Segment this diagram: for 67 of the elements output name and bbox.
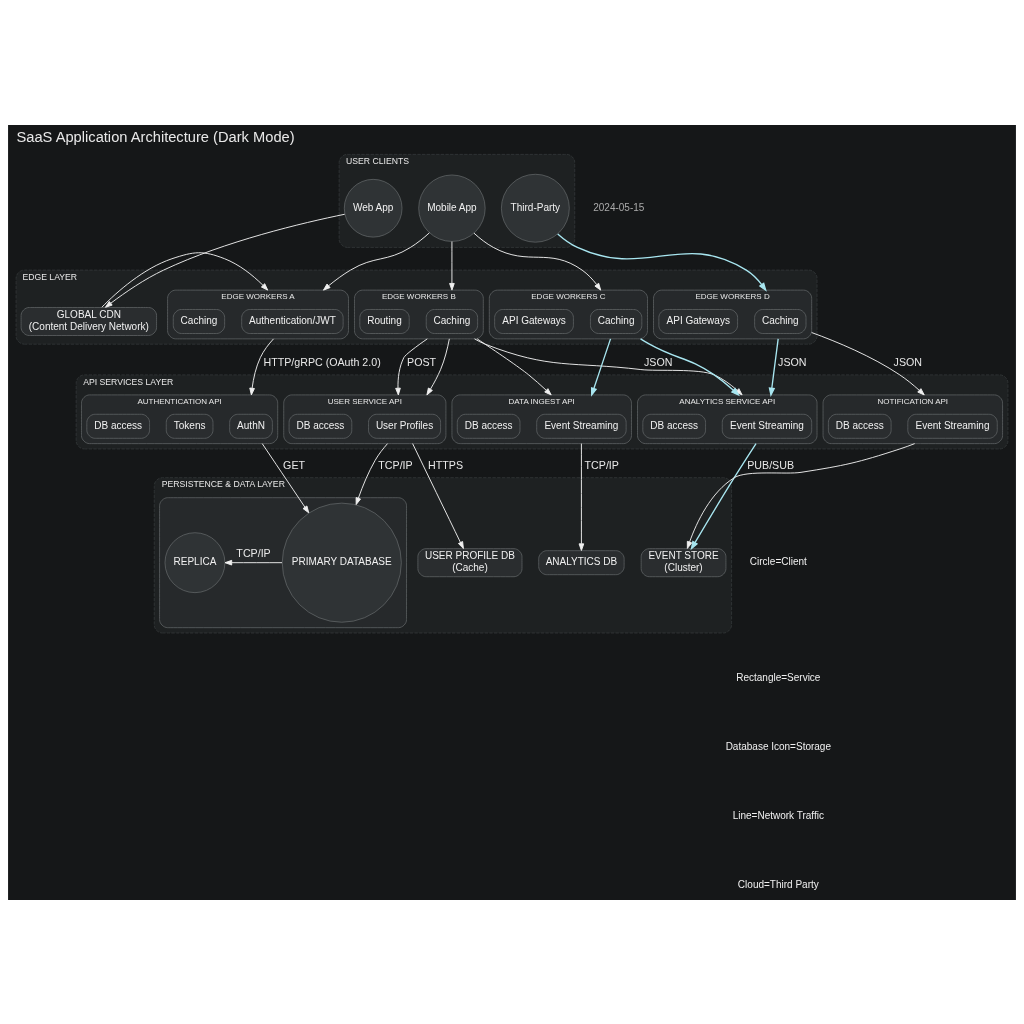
arrow <box>101 251 269 308</box>
edge-label: JSON <box>643 355 673 368</box>
edge-label: GET <box>283 458 306 471</box>
arrow <box>412 442 464 549</box>
arrow <box>768 337 779 397</box>
arrow <box>557 232 767 292</box>
node-circle: Web App <box>343 178 403 237</box>
node-box: Caching <box>590 308 643 334</box>
node-box: Event Streaming <box>536 413 627 439</box>
legend-label: Line=Network Traffic <box>732 809 824 821</box>
node-box: Caching <box>754 308 807 334</box>
legend-label: Cloud=Third Party <box>737 878 819 890</box>
node-box: Authentication/JWT <box>241 308 344 334</box>
arrow <box>426 337 450 395</box>
arrow <box>474 337 743 395</box>
edge-label: HTTP/gRPC (OAuth 2.0) <box>263 355 381 368</box>
diagram-title: SaaS Application Architecture (Dark Mode) <box>16 128 295 145</box>
edge-label: POST <box>407 355 437 368</box>
node-box: Tokens <box>165 413 214 439</box>
edge-label: JSON <box>778 355 807 368</box>
node-box: AuthN <box>229 413 273 439</box>
arrow <box>104 213 346 308</box>
node-box: USER PROFILE DB (Cache) <box>417 547 523 577</box>
node-box: DB access <box>828 413 892 439</box>
arrow <box>578 442 585 551</box>
node-circle: REPLICA <box>164 531 226 593</box>
edge-label: PUB/SUB <box>747 458 795 471</box>
node-box: Event Streaming <box>721 413 813 439</box>
edge-label: JSON <box>893 355 923 368</box>
arrow <box>590 337 612 397</box>
arrow <box>449 240 455 291</box>
arrow <box>686 442 916 549</box>
label: 2024-05-15 <box>593 201 645 213</box>
arrow <box>473 232 602 291</box>
node-box: DB access <box>456 413 521 439</box>
arrow <box>395 337 428 395</box>
edge-label: HTTPS <box>428 458 464 471</box>
arrow <box>476 337 552 395</box>
arrow <box>639 337 740 396</box>
node-box: User Profiles <box>368 413 441 439</box>
arrow <box>224 559 283 565</box>
edge-label: TCP/IP <box>584 458 619 471</box>
arrow <box>261 442 310 513</box>
node-box: EVENT STORE (Cluster) <box>640 547 727 577</box>
arrow <box>249 337 274 395</box>
node-box: API Gateways <box>494 308 574 334</box>
node-box: ANALYTICS DB <box>538 549 625 575</box>
legend-label: Circle=Client <box>749 555 807 567</box>
node-box: Caching <box>425 308 478 334</box>
node-box: Event Streaming <box>907 413 998 439</box>
edge-label: TCP/IP <box>236 546 271 559</box>
node-box: Caching <box>172 308 225 334</box>
node-box: DB access <box>288 413 353 439</box>
node-box: API Gateways <box>658 308 738 334</box>
node-box: DB access <box>86 413 150 439</box>
legend-label: Database Icon=Storage <box>725 740 831 752</box>
node-box: DB access <box>642 413 706 439</box>
arrow <box>690 442 757 550</box>
edge-label: TCP/IP <box>378 458 413 471</box>
arrow <box>323 231 430 291</box>
arrow <box>355 442 388 505</box>
legend-label: Rectangle=Service <box>736 671 821 683</box>
node-circle: Third-Party <box>501 173 570 243</box>
node-box: GLOBAL CDN (Content Delivery Network) <box>20 306 157 336</box>
node-circle: Mobile App <box>418 174 486 242</box>
node-box: Routing <box>359 308 410 334</box>
arrow <box>811 331 925 395</box>
